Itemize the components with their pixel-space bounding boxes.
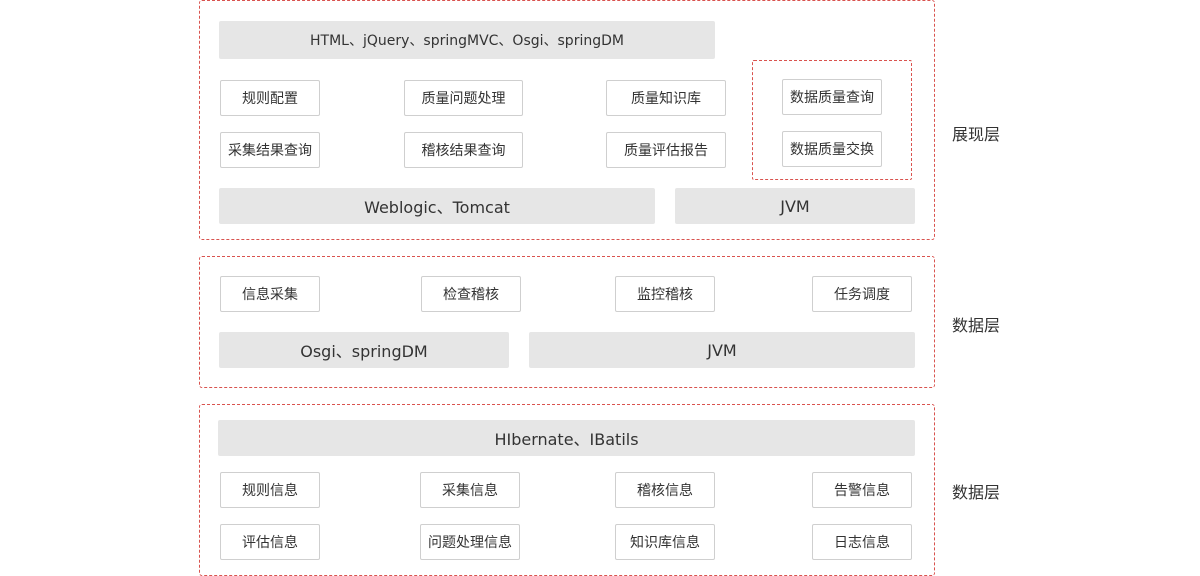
info-issue-handling: 问题处理信息 — [420, 524, 520, 560]
jvm-bar-presentation: JVM — [675, 188, 915, 224]
info-rule: 规则信息 — [220, 472, 320, 508]
presentation-layer — [199, 0, 935, 240]
presentation-tech-bar: HTML、jQuery、springMVC、Osgi、springDM — [219, 21, 715, 59]
data-layer — [199, 256, 935, 388]
module-data-quality-query: 数据质量查询 — [782, 79, 882, 115]
info-log: 日志信息 — [812, 524, 912, 560]
module-task-scheduling: 任务调度 — [812, 276, 912, 312]
module-check-audit: 检查稽核 — [421, 276, 521, 312]
jvm-bar-data: JVM — [529, 332, 915, 368]
module-collection-result-query: 采集结果查询 — [220, 132, 320, 168]
app-server-bar: Weblogic、Tomcat — [219, 188, 655, 224]
osgi-springdm-bar: Osgi、springDM — [219, 332, 509, 368]
info-audit: 稽核信息 — [615, 472, 715, 508]
info-knowledge-base: 知识库信息 — [615, 524, 715, 560]
module-rule-config: 规则配置 — [220, 80, 320, 116]
module-quality-assessment-report: 质量评估报告 — [606, 132, 726, 168]
module-info-collection: 信息采集 — [220, 276, 320, 312]
data-layer-label: 数据层 — [952, 316, 1001, 335]
data-quality-service-group — [752, 60, 912, 180]
module-audit-result-query: 稽核结果查询 — [404, 132, 523, 168]
orm-bar: HIbernate、IBatils — [218, 420, 915, 456]
module-quality-knowledge-base: 质量知识库 — [606, 80, 726, 116]
info-alert: 告警信息 — [812, 472, 912, 508]
storage-layer-label: 数据层 — [952, 483, 1001, 502]
presentation-layer-label: 展现层 — [952, 125, 1001, 144]
module-monitor-audit: 监控稽核 — [615, 276, 715, 312]
module-quality-issue-handling: 质量问题处理 — [404, 80, 523, 116]
module-data-quality-exchange: 数据质量交换 — [782, 131, 882, 167]
info-collection: 采集信息 — [420, 472, 520, 508]
info-assessment: 评估信息 — [220, 524, 320, 560]
